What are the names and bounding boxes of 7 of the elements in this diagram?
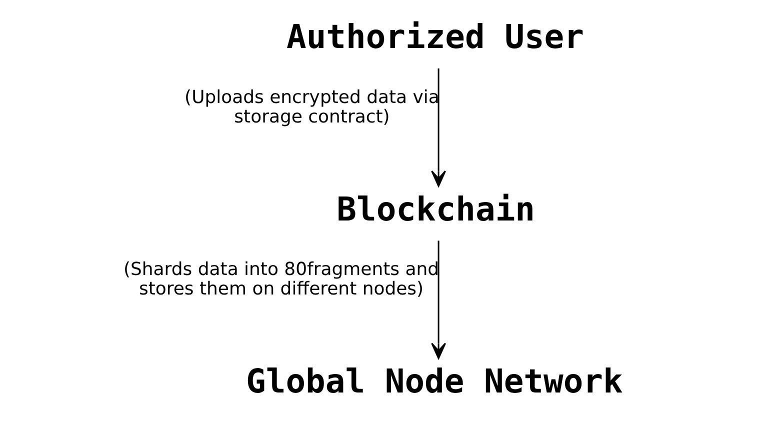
- edge-label: (Shards data into 80fragments and stores them on different nodes): [123, 259, 440, 300]
- node-text: Blockchain: [336, 189, 536, 228]
- edge-label: (Uploads encrypted data via storage contract): [184, 86, 440, 128]
- node-text: Global Node Network: [246, 362, 623, 401]
- node-text: Authorized User: [286, 17, 584, 56]
- arrow: [431, 240, 446, 360]
- arrow: [431, 68, 446, 187]
